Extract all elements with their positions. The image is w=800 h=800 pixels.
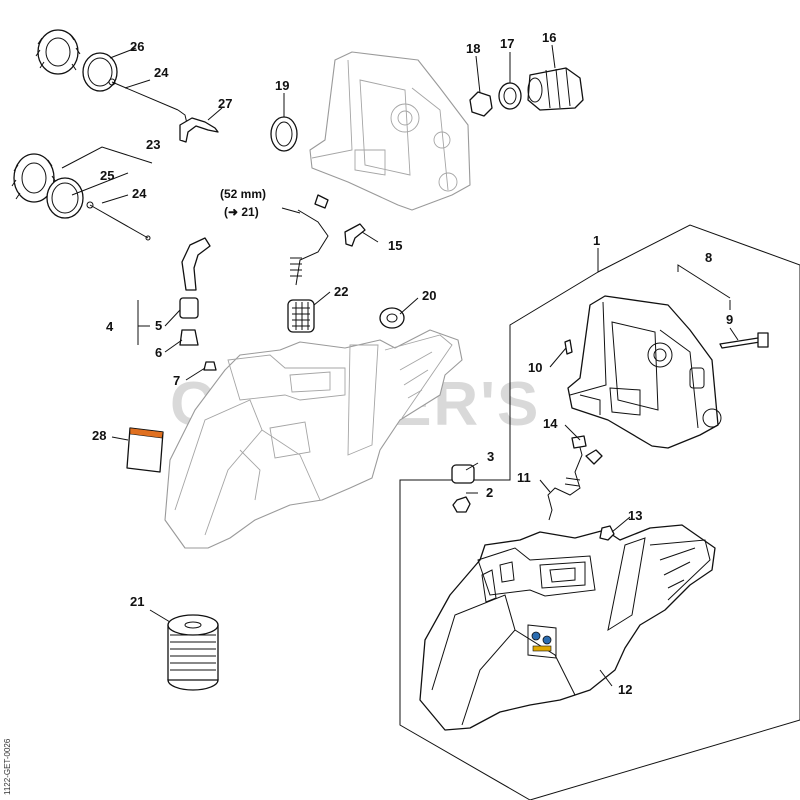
callout-5: 5	[155, 318, 162, 333]
callout-17: 17	[500, 36, 514, 51]
seal-19	[270, 116, 298, 152]
fitting-3	[451, 464, 475, 484]
tank-cap-lower	[11, 153, 57, 203]
washer-20	[379, 307, 405, 329]
carburetor-carrier	[567, 295, 722, 449]
label-28	[126, 427, 164, 473]
callout-25: 25	[100, 168, 114, 183]
fuel-filter-22	[287, 299, 315, 333]
callout-20: 20	[422, 288, 436, 303]
callout-23: 23	[146, 137, 160, 152]
callout-11: 11	[517, 470, 531, 485]
callout-18: 18	[466, 41, 480, 56]
callout-14: 14	[543, 416, 558, 431]
fuel-line-11	[547, 435, 587, 521]
elbow-14	[585, 449, 603, 465]
callout-12: 12	[618, 682, 632, 697]
retainer-clip	[179, 117, 219, 143]
elbow-15	[344, 223, 366, 247]
spool-21	[167, 614, 219, 691]
callout-10: 10	[528, 360, 542, 375]
tank-cap-upper	[35, 29, 81, 75]
callout-6: 6	[155, 345, 162, 360]
callout-2: 2	[486, 485, 493, 500]
callout-13: 13	[628, 508, 642, 523]
callout-27: 27	[218, 96, 232, 111]
callout-21: 21	[130, 594, 144, 609]
carburetor-carrier-ghost	[309, 51, 471, 211]
callout-22: 22	[334, 284, 348, 299]
grommet-7	[203, 361, 217, 371]
ring-17	[498, 82, 522, 110]
callout-24-upper: 24	[154, 65, 169, 80]
callout-3: 3	[487, 449, 494, 464]
callout-8: 8	[705, 250, 712, 265]
fuel-tank-housing-ghost	[164, 329, 463, 549]
callout-26: 26	[130, 39, 144, 54]
assembly-8-bracket	[677, 264, 731, 299]
callout-4: 4	[106, 319, 114, 334]
retaining-cable-lower	[86, 201, 151, 241]
callout-7: 7	[173, 373, 180, 388]
callout-1: 1	[593, 233, 600, 248]
pickup-body-5	[179, 297, 199, 319]
callout-9: 9	[726, 312, 733, 327]
clip-18	[469, 91, 493, 117]
callout-24-lower: 24	[132, 186, 147, 201]
filter-6	[179, 329, 199, 346]
callout-19: 19	[275, 78, 289, 93]
fitting-16	[527, 67, 584, 111]
fuel-hose-4	[181, 237, 211, 291]
nut-2	[452, 496, 471, 513]
assembly-23-bracket	[61, 146, 153, 169]
leader-lines	[71, 44, 739, 687]
fuel-line-middle	[290, 194, 329, 286]
nut-13	[599, 525, 615, 541]
callout-28: 28	[92, 428, 106, 443]
screw-10	[564, 339, 573, 355]
tank-cap-seal-lower	[46, 177, 84, 219]
assembly-1-bracket	[399, 224, 800, 800]
drawing-code: 1122-GET-0026	[3, 738, 12, 795]
tank-cap-seal-upper	[82, 52, 118, 92]
callout-16: 16	[542, 30, 556, 45]
note-length: (52 mm)	[220, 187, 266, 201]
note-reference: (➜ 21)	[224, 205, 259, 219]
retaining-cable-upper	[108, 78, 189, 129]
fuel-tank-housing	[419, 524, 716, 731]
screw-9	[719, 332, 769, 349]
callout-15: 15	[388, 238, 402, 253]
callout-numbers: 1 2 3 4 5 6 7 8 9 10 11 12 13 14 15 16 1…	[92, 30, 733, 697]
